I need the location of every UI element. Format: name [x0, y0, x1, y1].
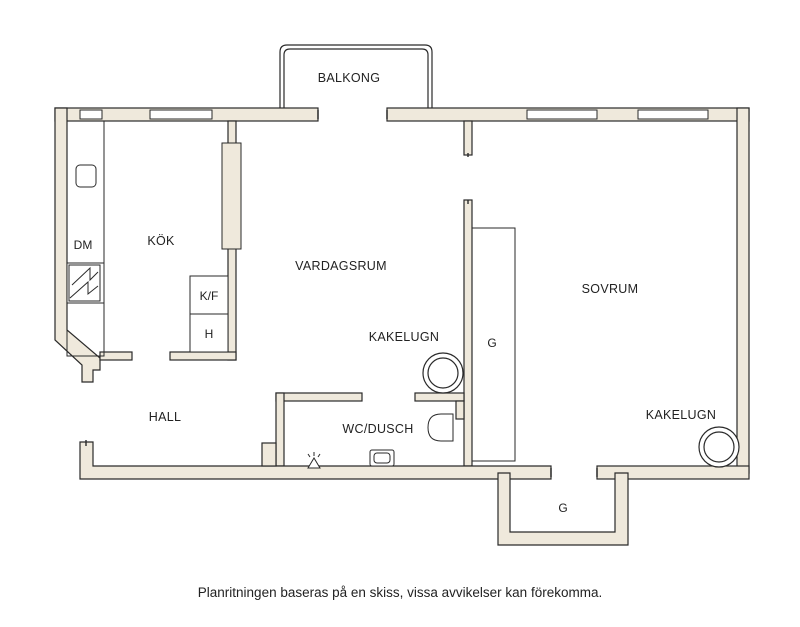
- dishwasher-unit: [66, 262, 105, 304]
- wall-closet: [497, 472, 629, 546]
- kitchen-counter: [66, 120, 105, 357]
- bedroom-wardrobe: [471, 227, 516, 462]
- door-ticks: [85, 110, 598, 477]
- windows: [79, 109, 709, 120]
- disclaimer-text: Planritningen baseras på en skiss, vissa…: [197, 585, 603, 600]
- window: [637, 109, 709, 120]
- walls: [54, 107, 750, 546]
- kitchen-appliances: [189, 275, 229, 353]
- kitchen-column: [221, 142, 242, 250]
- bathroom-fixtures: [307, 413, 454, 469]
- toilet-icon: [427, 413, 454, 442]
- window: [149, 109, 213, 120]
- room-label-balcony: BALKONG: [318, 71, 381, 85]
- window: [526, 109, 598, 120]
- sink: [75, 164, 97, 188]
- tiled-stoves: [422, 352, 740, 468]
- fixture-label-oven: H: [205, 327, 214, 341]
- wall-bathroom-top: [275, 392, 363, 402]
- room-label-bathroom: WC/DUSCH: [342, 422, 413, 436]
- wall-right: [736, 107, 750, 474]
- wall-bedroom-partition: [463, 120, 473, 156]
- wall-bottom: [79, 441, 552, 480]
- oven: [189, 313, 229, 353]
- fixture-label-wardrobe-bedroom: G: [487, 336, 496, 350]
- room-label-bedroom: SOVRUM: [582, 282, 639, 296]
- room-label-kitchen: KÖK: [147, 234, 175, 248]
- window: [79, 109, 103, 120]
- fixture-label-dishwasher: DM: [74, 238, 93, 252]
- fixture-label-stove-bedroom: KAKELUGN: [646, 408, 716, 422]
- room-label-hall: HALL: [149, 410, 181, 424]
- shower-icon: [307, 457, 321, 469]
- room-label-living-room: VARDAGSRUM: [295, 259, 387, 273]
- fixture-label-stove-living: KAKELUGN: [369, 330, 439, 344]
- fixture-label-fridge-freezer: K/F: [200, 289, 219, 303]
- fixture-label-wardrobe-closet: G: [558, 501, 567, 515]
- balcony-railing: [279, 44, 433, 108]
